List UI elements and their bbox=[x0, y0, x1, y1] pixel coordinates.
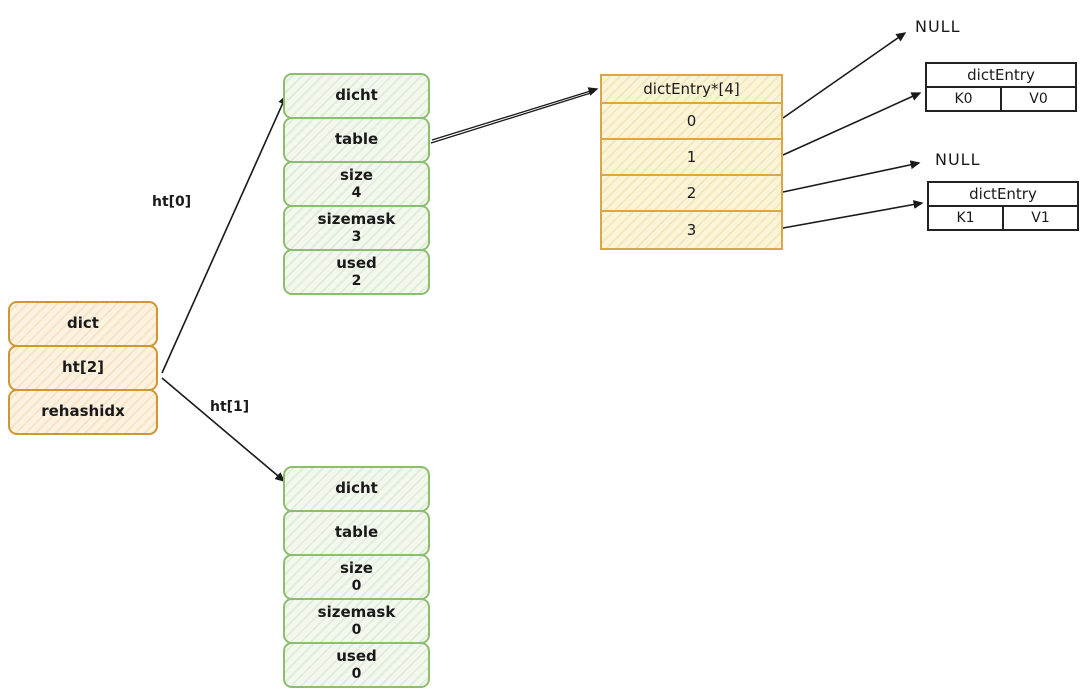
null-pointer-1: NULL bbox=[935, 150, 981, 169]
ht1-row-label: used bbox=[336, 647, 377, 666]
ht0-row-label: used bbox=[336, 254, 377, 273]
arrow-table-to-buckets-stroke2 bbox=[430, 91, 595, 144]
arrow-slot2-to-null bbox=[782, 160, 921, 193]
ht0-row-label: table bbox=[334, 130, 379, 149]
bucket-array-header: dictEntry*[4] bbox=[602, 76, 781, 104]
ht0-row-label: sizemask bbox=[317, 210, 396, 229]
dict-box-row-dict: dict bbox=[8, 301, 158, 347]
ht1-row-table: table bbox=[283, 510, 430, 556]
dict-entry-0: dictEntry K0 V0 bbox=[925, 62, 1077, 112]
dict-box-label: dict bbox=[67, 314, 99, 333]
ht0-row-size: size 4 bbox=[283, 161, 430, 207]
ht0-row-sizemask: sizemask 3 bbox=[283, 205, 430, 251]
bucket-slot-0: 0 bbox=[602, 104, 781, 140]
bucket-slot-2: 2 bbox=[602, 176, 781, 212]
ht0-table: dicht table size 4 sizemask 3 used 2 bbox=[283, 73, 430, 295]
bucket-slot-3: 3 bbox=[686, 221, 697, 239]
dict-box-label: ht[2] bbox=[62, 358, 104, 377]
bucket-slot-1: 1 bbox=[602, 140, 781, 176]
ht0-row-value: 4 bbox=[351, 184, 362, 201]
dict-entry-0-title: dictEntry bbox=[927, 64, 1075, 88]
dict-box-row-rehashidx: rehashidx bbox=[8, 389, 158, 435]
ht1-row-sizemask: sizemask 0 bbox=[283, 598, 430, 644]
dict-entry-1-title: dictEntry bbox=[929, 183, 1077, 207]
ht1-row-label: sizemask bbox=[317, 603, 396, 622]
ht0-row-dicht: dicht bbox=[283, 73, 430, 119]
arrow-slot3-to-entry1 bbox=[782, 200, 924, 229]
dict-box-label: rehashidx bbox=[41, 402, 125, 421]
ht0-arrow-label: ht[0] bbox=[152, 194, 192, 210]
ht1-row-dicht: dicht bbox=[283, 466, 430, 512]
ht0-row-used: used 2 bbox=[283, 249, 430, 295]
ht1-table: dicht table size 0 sizemask 0 used 0 bbox=[283, 466, 430, 688]
dict-entry-1-key: K1 bbox=[929, 207, 1004, 229]
dict-entry-1-cells: K1 V1 bbox=[929, 207, 1077, 229]
dict-entry-0-key: K0 bbox=[927, 88, 1002, 110]
dict-box-row-ht: ht[2] bbox=[8, 345, 158, 391]
ht1-row-used: used 0 bbox=[283, 642, 430, 688]
arrow-ht0 bbox=[161, 94, 287, 374]
ht1-row-label: size bbox=[340, 559, 373, 578]
arrow-table-to-buckets bbox=[431, 87, 599, 141]
arrow-slot1-to-entry0 bbox=[782, 92, 922, 156]
dict-entry-0-cells: K0 V0 bbox=[927, 88, 1075, 110]
arrow-slot0-to-null bbox=[782, 32, 907, 119]
null-pointer-0: NULL bbox=[915, 17, 961, 36]
ht0-row-value: 3 bbox=[351, 228, 362, 245]
ht1-row-label: table bbox=[334, 523, 379, 542]
dict-entry-0-value: V0 bbox=[1029, 91, 1048, 107]
ht1-row-value: 0 bbox=[351, 621, 362, 638]
ht0-row-label: size bbox=[340, 166, 373, 185]
ht0-row-table: table bbox=[283, 117, 430, 163]
ht0-row-label: dicht bbox=[335, 86, 378, 105]
dict-entry-1-value: V1 bbox=[1031, 210, 1050, 226]
ht0-row-value: 2 bbox=[351, 272, 362, 289]
arrow-ht1 bbox=[161, 377, 286, 482]
bucket-array: dictEntry*[4] 0 1 2 3 bbox=[600, 74, 783, 250]
ht1-row-size: size 0 bbox=[283, 554, 430, 600]
ht1-arrow-label: ht[1] bbox=[210, 399, 250, 415]
dict-entry-1: dictEntry K1 V1 bbox=[927, 181, 1079, 231]
ht1-row-label: dicht bbox=[335, 479, 378, 498]
ht1-row-value: 0 bbox=[351, 665, 362, 682]
ht1-row-value: 0 bbox=[351, 577, 362, 594]
dict-box: dict ht[2] rehashidx bbox=[8, 301, 158, 435]
